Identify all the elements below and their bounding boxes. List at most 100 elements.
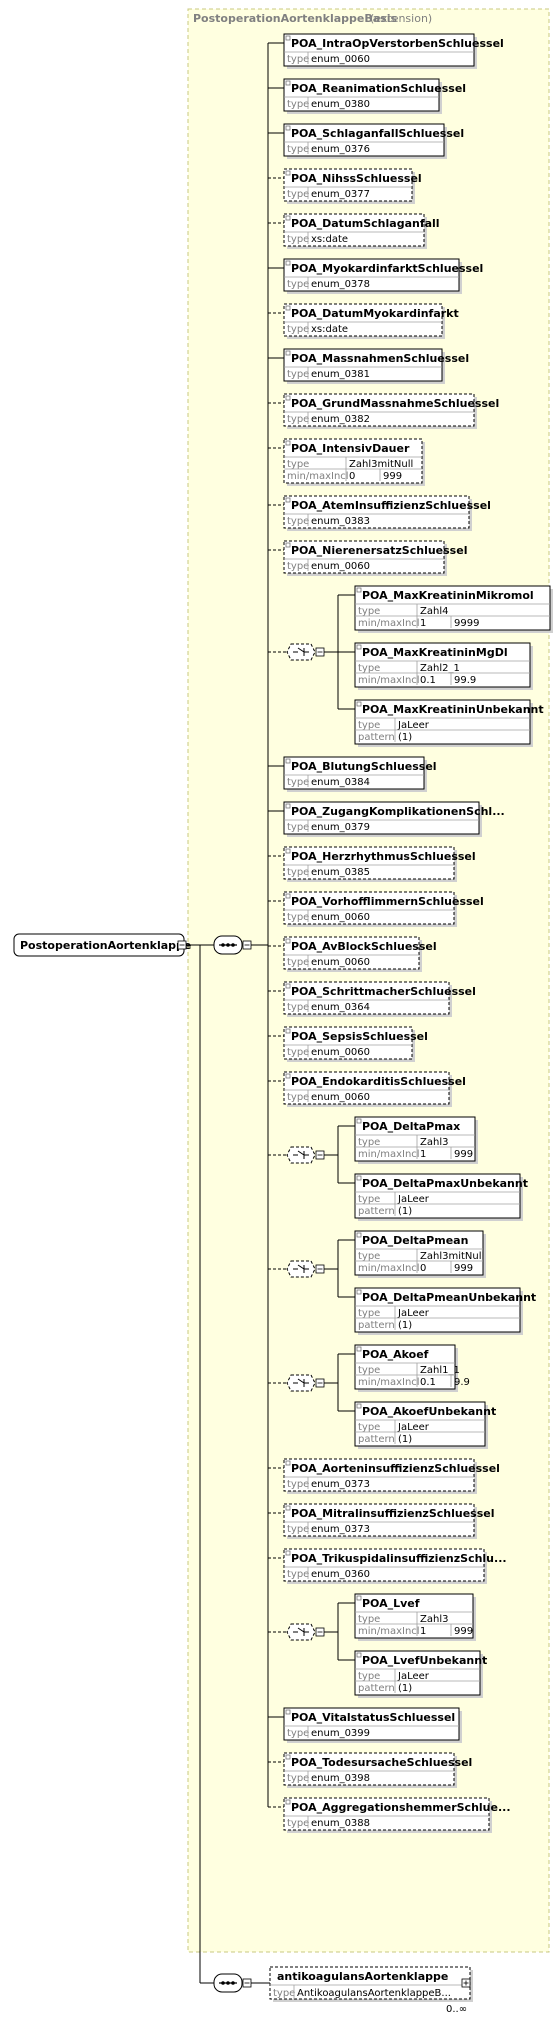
row-label: type (287, 516, 309, 527)
element-name: POA_DatumSchlaganfall (291, 217, 440, 230)
element-mark-icon (285, 1754, 291, 1760)
row-label: pattern (358, 1206, 395, 1217)
row-value: JaLeer (397, 720, 430, 731)
row-value: xs:date (311, 234, 348, 245)
element-mark-icon (356, 1346, 362, 1352)
row-label: type (358, 1614, 380, 1625)
row-label: type (358, 663, 380, 674)
row-label: type (287, 1479, 309, 1490)
element-name: POA_AtemInsuffizienzSchluessel (291, 499, 491, 512)
choice-compositor-icon (286, 1260, 316, 1278)
row-label: type (287, 99, 309, 110)
element-box (283, 936, 420, 970)
element-mark-icon (285, 1028, 291, 1034)
element-name: POA_SepsisSchluessel (291, 1030, 428, 1043)
element-box (354, 699, 531, 745)
choice-compositor[interactable] (286, 1146, 325, 1164)
row-label: type (358, 1251, 380, 1262)
row-value: enum_0376 (311, 144, 370, 155)
row-label: type (358, 1194, 380, 1205)
sequence-dot (221, 943, 225, 947)
row-label: type (287, 1773, 309, 1784)
choice-compositor[interactable] (286, 643, 325, 661)
choice-compositor[interactable] (286, 1623, 325, 1641)
element-mark-icon (285, 938, 291, 944)
row-value: 9.9 (454, 1377, 470, 1388)
choice-compositor-icon (286, 643, 316, 661)
row-label: type (287, 777, 309, 788)
element-mark-icon (285, 848, 291, 854)
row-value: 999 (383, 471, 402, 482)
element-box (283, 438, 423, 484)
root-element[interactable]: PostoperationAortenklappe (13, 933, 191, 957)
element-box (283, 495, 470, 529)
row-value: enum_0364 (311, 1002, 370, 1013)
element-mark-icon (285, 35, 291, 41)
element-box (283, 981, 450, 1015)
element-mark-icon (285, 542, 291, 548)
cardinality-label: 0..∞ (446, 2004, 467, 2015)
element-box (354, 1650, 481, 1696)
choice-compositor[interactable] (286, 1374, 325, 1392)
row-label: type (358, 720, 380, 731)
row-label: type (287, 234, 309, 245)
element-box (283, 303, 443, 337)
row-value: enum_0377 (311, 189, 370, 200)
choice-compositor-icon (286, 1374, 316, 1392)
choice-line (297, 1264, 305, 1270)
element-box (354, 1287, 521, 1333)
element-mark-icon (356, 644, 362, 650)
row-value: enum_0373 (311, 1524, 370, 1535)
row-value: enum_0060 (311, 912, 370, 923)
element-name: POA_VitalstatusSchluessel (291, 1711, 455, 1724)
element-name: POA_DeltaPmaxUnbekannt (362, 1177, 528, 1190)
element-name: POA_HerzrhythmusSchluessel (291, 850, 476, 863)
row-value: enum_0060 (311, 1047, 370, 1058)
row-value: Zahl4 (420, 606, 448, 617)
row-label: type (287, 459, 309, 470)
row-value: 0 (349, 471, 355, 482)
row-value: (1) (398, 732, 412, 743)
choice-compositor[interactable] (286, 1260, 325, 1278)
row-value: xs:date (311, 324, 348, 335)
bottom-sequence-compositor[interactable] (213, 1973, 252, 1993)
